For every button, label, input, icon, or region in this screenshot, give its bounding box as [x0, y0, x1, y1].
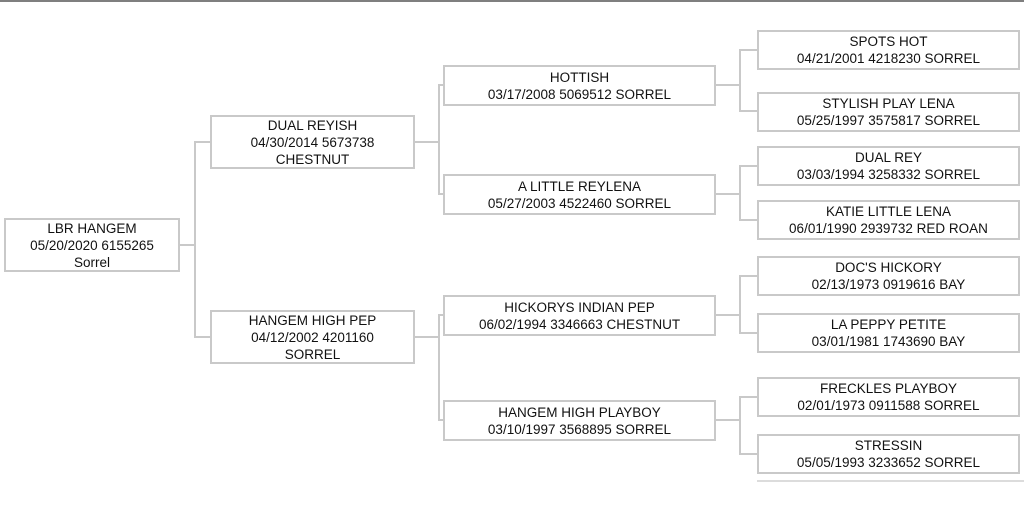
connector-line — [739, 453, 757, 455]
connector-line — [739, 165, 741, 221]
horse-name: DUAL REYISH — [267, 117, 358, 133]
pedigree-node-a-little-reylena[interactable]: A LITTLE REYLENA 05/27/2003 4522460 SORR… — [443, 174, 716, 215]
horse-name: FRECKLES PLAYBOY — [819, 381, 958, 396]
connector-line — [716, 419, 741, 421]
connector-line — [180, 244, 196, 246]
horse-details: 04/21/2001 4218230 SORREL — [796, 51, 981, 66]
horse-details: 02/01/1973 0911588 SORREL — [797, 398, 980, 413]
horse-details: 06/02/1994 3346663 CHESTNUT — [478, 316, 681, 332]
pedigree-node-stylish-play-lena[interactable]: STYLISH PLAY LENA 05/25/1997 3575817 SOR… — [757, 92, 1020, 132]
pedigree-node-hickorys-indian-pep[interactable]: HICKORYS INDIAN PEP 06/02/1994 3346663 C… — [443, 295, 716, 336]
pedigree-node-docs-hickory[interactable]: DOC'S HICKORY 02/13/1973 0919616 BAY — [757, 256, 1020, 296]
horse-name: HANGEM HIGH PLAYBOY — [498, 404, 661, 420]
pedigree-node-stressin[interactable]: STRESSIN 05/05/1993 3233652 SORREL — [757, 434, 1020, 474]
horse-details: 06/01/1990 2939732 RED ROAN — [789, 221, 988, 236]
bottom-partial-divider — [757, 480, 1024, 482]
horse-name: STYLISH PLAY LENA — [822, 96, 955, 111]
horse-name: SPOTS HOT — [849, 34, 928, 49]
connector-line — [438, 314, 443, 316]
pedigree-node-katie-little-lena[interactable]: KATIE LITTLE LENA 06/01/1990 2939732 RED… — [757, 200, 1020, 240]
pedigree-node-dual-rey[interactable]: DUAL REY 03/03/1994 3258332 SORREL — [757, 146, 1020, 186]
connector-line — [194, 336, 210, 338]
connector-line — [716, 84, 741, 86]
connector-line — [739, 49, 741, 112]
connector-line — [415, 336, 440, 338]
connector-line — [438, 419, 443, 421]
connector-line — [739, 332, 757, 334]
horse-details: 05/25/1997 3575817 SORREL — [796, 113, 981, 128]
pedigree-node-freckles-playboy[interactable]: FRECKLES PLAYBOY 02/01/1973 0911588 SORR… — [757, 377, 1020, 417]
horse-details: 04/12/2002 4201160 — [251, 329, 374, 345]
pedigree-node-hangem-high-playboy[interactable]: HANGEM HIGH PLAYBOY 03/10/1997 3568895 S… — [443, 400, 716, 441]
connector-line — [739, 275, 757, 277]
pedigree-node-hangem-high-pep[interactable]: HANGEM HIGH PEP 04/12/2002 4201160 SORRE… — [210, 310, 415, 364]
pedigree-node-la-peppy-petite[interactable]: LA PEPPY PETITE 03/01/1981 1743690 BAY — [757, 313, 1020, 353]
connector-line — [438, 193, 443, 195]
top-divider — [0, 0, 1024, 2]
horse-details: 02/13/1973 0919616 BAY — [811, 277, 966, 292]
horse-details: 05/27/2003 4522460 SORREL — [487, 195, 672, 211]
horse-color: CHESTNUT — [275, 151, 350, 167]
connector-line — [739, 219, 757, 221]
pedigree-node-dual-reyish[interactable]: DUAL REYISH 04/30/2014 5673738 CHESTNUT — [210, 115, 415, 169]
connector-line — [739, 396, 757, 398]
connector-line — [415, 141, 440, 143]
pedigree-node-lbr-hangem[interactable]: LBR HANGEM 05/20/2020 6155265 Sorrel — [4, 218, 180, 272]
horse-name: DOC'S HICKORY — [835, 260, 942, 275]
horse-color: Sorrel — [73, 254, 110, 270]
connector-line — [716, 314, 741, 316]
connector-line — [739, 275, 741, 334]
connector-line — [438, 314, 440, 421]
connector-line — [438, 84, 440, 195]
connector-line — [739, 110, 757, 112]
connector-line — [739, 49, 757, 51]
horse-name: HICKORYS INDIAN PEP — [504, 299, 655, 315]
pedigree-node-hottish[interactable]: HOTTISH 03/17/2008 5069512 SORREL — [443, 65, 716, 106]
horse-name: LA PEPPY PETITE — [830, 317, 947, 332]
horse-details: 03/01/1981 1743690 BAY — [811, 334, 966, 349]
connector-line — [194, 141, 210, 143]
horse-details: 03/10/1997 3568895 SORREL — [487, 421, 672, 437]
horse-name: A LITTLE REYLENA — [517, 178, 642, 194]
horse-details: 03/17/2008 5069512 SORREL — [487, 86, 672, 102]
horse-color: SORREL — [284, 346, 341, 362]
connector-line — [739, 396, 741, 455]
horse-name: DUAL REY — [854, 150, 923, 165]
horse-name: KATIE LITTLE LENA — [825, 204, 952, 219]
horse-details: 04/30/2014 5673738 — [250, 134, 375, 150]
horse-name: HANGEM HIGH PEP — [248, 312, 377, 328]
pedigree-node-spots-hot[interactable]: SPOTS HOT 04/21/2001 4218230 SORREL — [757, 30, 1020, 70]
horse-details: 05/20/2020 6155265 — [30, 237, 154, 253]
horse-details: 03/03/1994 3258332 SORREL — [796, 167, 981, 182]
horse-details: 05/05/1993 3233652 SORREL — [796, 455, 981, 470]
horse-name: STRESSIN — [854, 438, 923, 453]
horse-name: LBR HANGEM — [47, 220, 137, 236]
connector-line — [438, 84, 443, 86]
horse-name: HOTTISH — [549, 69, 610, 85]
connector-line — [194, 141, 196, 338]
connector-line — [739, 165, 757, 167]
connector-line — [716, 193, 741, 195]
